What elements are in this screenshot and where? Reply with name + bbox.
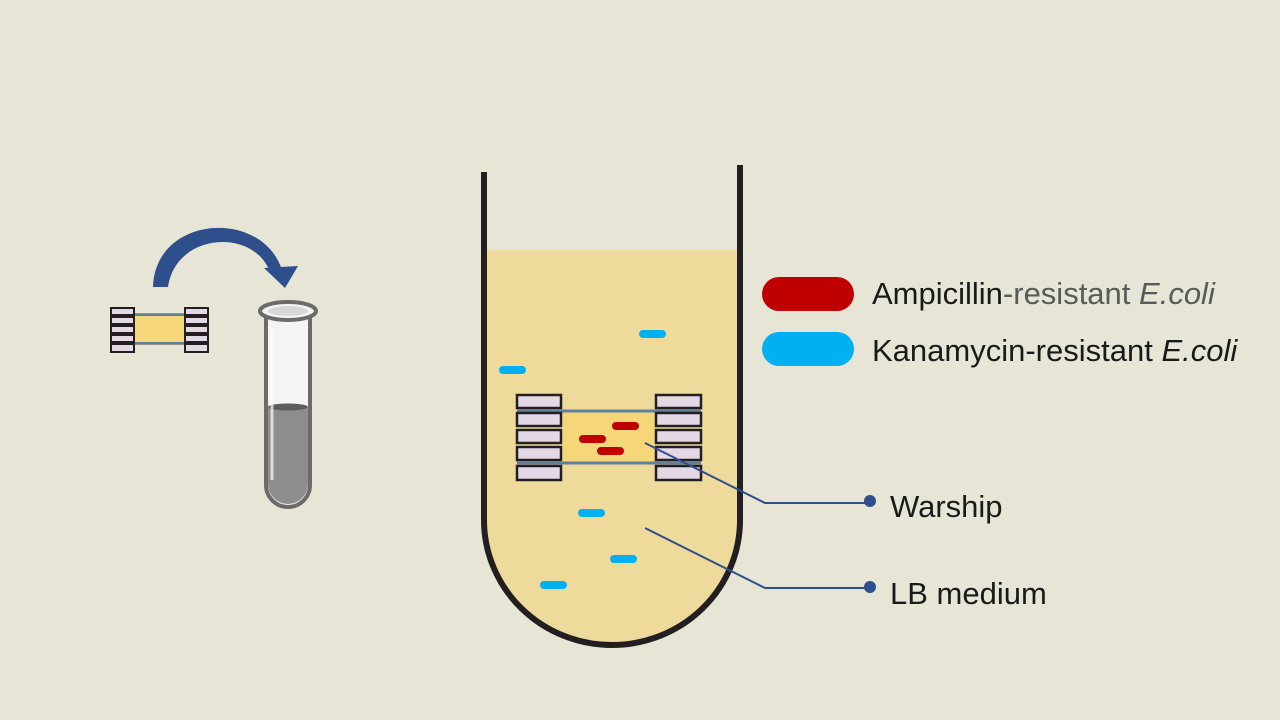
- kanamycin-swatch: [762, 332, 854, 366]
- ampicillin-bacteria: [579, 422, 639, 455]
- kanamycin-bacterium: [540, 581, 567, 589]
- warship-label: Warship: [890, 489, 1003, 524]
- ampicillin-bacterium: [597, 447, 624, 455]
- legend-ampicillin-part2: -resistant: [1002, 276, 1140, 311]
- legend-kanamycin-part1: Kanamycin-resistant: [872, 333, 1162, 368]
- ampicillin-bacterium: [579, 435, 606, 443]
- kanamycin-bacterium: [610, 555, 637, 563]
- kanamycin-bacterium: [499, 366, 526, 374]
- ampicillin-swatch: [762, 277, 854, 311]
- warship-pointer: [644, 442, 876, 507]
- curved-arrow-icon: [153, 227, 298, 288]
- kanamycin-bacterium: [578, 509, 605, 517]
- legend-kanamycin: Kanamycin-resistant E.coli: [872, 335, 1237, 366]
- test-tube-icon: [258, 300, 318, 509]
- ampicillin-bacterium: [612, 422, 639, 430]
- legend-kanamycin-organism: E.coli: [1161, 333, 1238, 368]
- kanamycin-bacterium: [639, 330, 666, 338]
- lb-medium-pointer: [644, 527, 876, 593]
- legend-ampicillin: Ampicillin-resistant E.coli: [872, 278, 1215, 309]
- legend-ampicillin-organism: E.coli: [1139, 276, 1215, 311]
- lb-medium-label: LB medium: [890, 576, 1047, 611]
- legend-ampicillin-part1: Ampicillin: [872, 276, 1003, 311]
- small-warship-icon: [110, 307, 209, 353]
- kanamycin-bacteria: [499, 330, 666, 589]
